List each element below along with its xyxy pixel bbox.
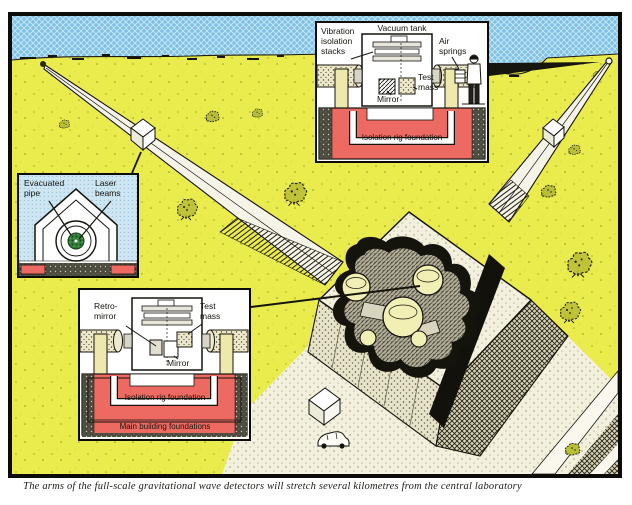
label-mirror: Mirror xyxy=(167,358,190,368)
car xyxy=(317,431,350,449)
end-station-drawing xyxy=(317,33,486,160)
label-main-building-foundations: Main building foundations xyxy=(119,422,211,431)
pipe-section-drawing xyxy=(19,175,137,276)
retro-mirror-box xyxy=(149,339,163,356)
central-laboratory xyxy=(307,211,569,457)
leader-line-central-station xyxy=(250,285,421,308)
mirror-box xyxy=(163,340,179,358)
roof-cutaway xyxy=(332,236,482,378)
isolation-stack xyxy=(372,41,422,48)
test-mass-box xyxy=(176,331,193,348)
arm-shadow xyxy=(489,62,600,76)
central-station-drawing xyxy=(80,297,249,437)
leader-line xyxy=(125,323,203,360)
label-vacuum-tank: Vacuum tank xyxy=(377,23,427,33)
service-shed xyxy=(308,387,341,426)
support-pillar xyxy=(334,68,349,112)
label-test-mass: Test mass xyxy=(200,301,221,321)
right-detector-arm xyxy=(488,57,613,223)
label-mirror: Mirror xyxy=(377,94,400,104)
label-air-springs: Air springs xyxy=(439,36,467,56)
pipe-cross-section-inset: Evacuated pipe Laser beams xyxy=(17,173,139,278)
leader-line-pipe-section xyxy=(131,151,142,174)
air-spring xyxy=(454,69,466,84)
mid-station xyxy=(130,118,156,152)
label-isolation-rig-foundation: Isolation rig foundation xyxy=(361,133,443,142)
label-evacuated-pipe: Evacuated pipe xyxy=(24,178,65,198)
arm-end-knob xyxy=(605,57,613,65)
leader-line xyxy=(48,200,112,240)
vacuum-tanks xyxy=(341,264,444,348)
arm-end-knob xyxy=(40,61,46,67)
support-pillar xyxy=(93,333,108,379)
label-isolation-rig-foundation: Isolation rig foundation xyxy=(124,393,206,402)
support-pillar xyxy=(219,333,234,379)
left-detector-arm xyxy=(40,61,344,286)
horizon-scribble xyxy=(20,54,540,77)
mid-station xyxy=(542,118,565,149)
figure-caption: The arms of the full-scale gravitational… xyxy=(23,481,522,492)
person-figure xyxy=(462,54,485,105)
label-vibration-isolation-stacks: Vibration isolation stacks xyxy=(321,26,355,56)
mirror-box xyxy=(378,78,396,95)
central-station-inset: Retro-mirror Test mass Mirror Isolation … xyxy=(78,288,251,441)
label-test-mass: Test mass xyxy=(418,72,439,92)
end-station-inset: Vibration isolation stacks Vacuum tank A… xyxy=(315,21,489,163)
label-laser-beams: Laser beams xyxy=(95,178,121,198)
illustration-frame: Vibration isolation stacks Vacuum tank A… xyxy=(8,12,622,478)
leader-line xyxy=(350,51,460,96)
label-retro-mirror: Retro-mirror xyxy=(94,301,118,321)
test-mass-box xyxy=(398,77,416,95)
